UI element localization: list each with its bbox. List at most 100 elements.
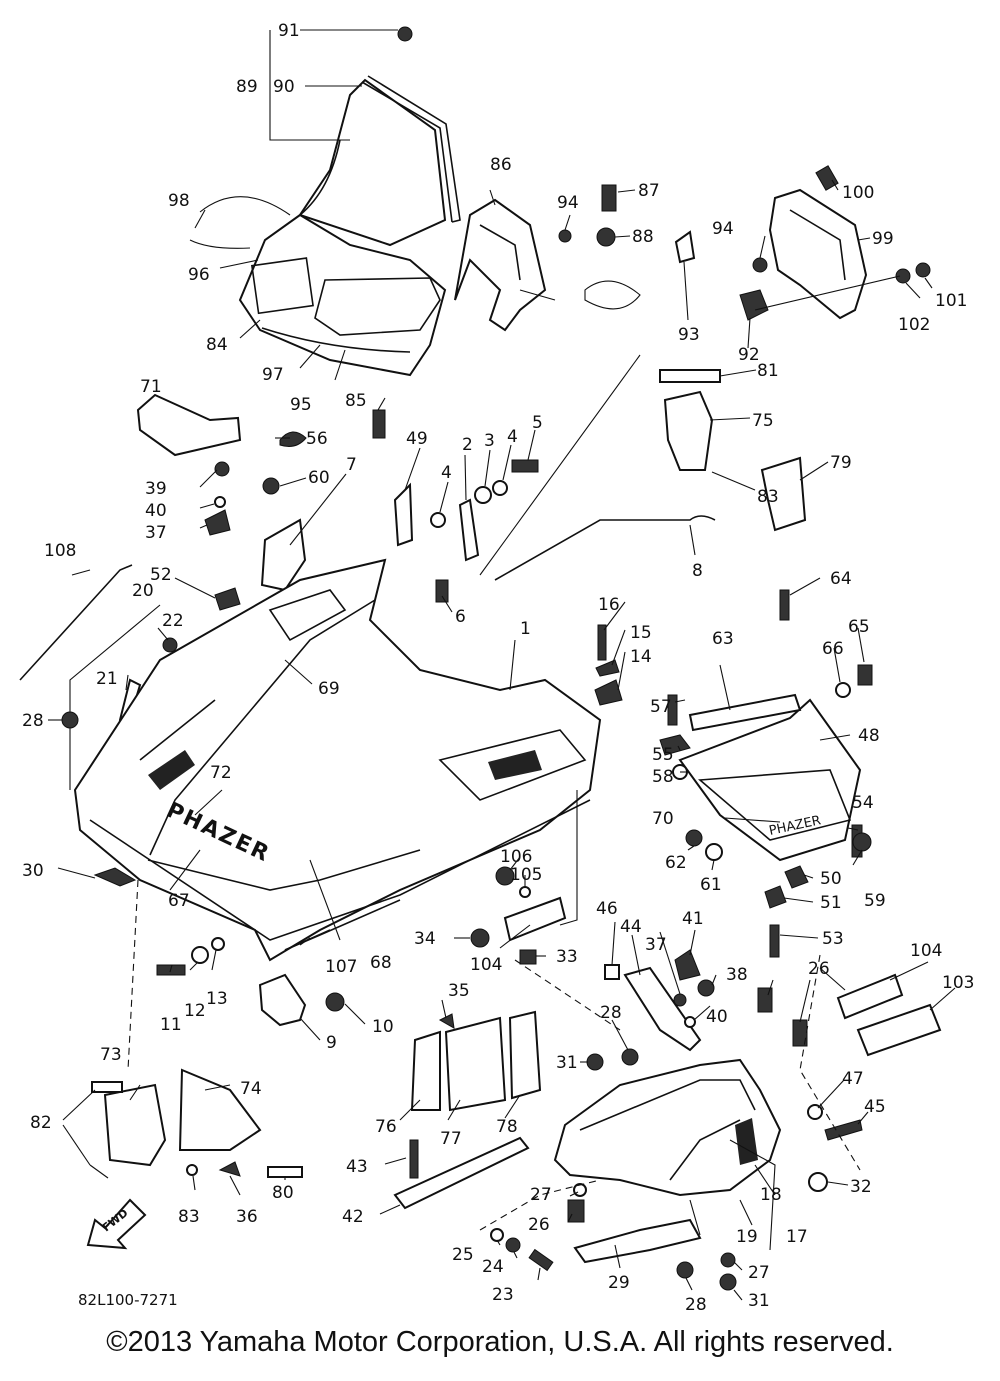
strip-108 — [19, 564, 133, 681]
bracket-9 — [258, 973, 307, 1027]
callout-95: 95 — [290, 395, 312, 415]
bracket-37 — [204, 509, 231, 536]
callout-37: 37 — [145, 523, 167, 543]
callout-46: 46 — [596, 899, 618, 919]
callout-61: 61 — [700, 875, 722, 895]
callout-25: 25 — [452, 1245, 474, 1265]
grommet-10 — [325, 992, 345, 1012]
callout-67: 67 — [168, 891, 190, 911]
bolt-37b — [673, 993, 687, 1007]
main-hood: PHAZER — [73, 558, 602, 962]
clip-35 — [438, 1013, 455, 1029]
callout-71: 71 — [140, 377, 162, 397]
nut-22 — [162, 637, 178, 653]
callout-27a: 27 — [530, 1185, 552, 1205]
callout-1: 1 — [520, 619, 531, 639]
callout-105: 105 — [510, 865, 542, 885]
callout-103: 103 — [942, 973, 974, 993]
callout-76: 76 — [375, 1117, 397, 1137]
callout-6: 6 — [455, 607, 466, 627]
callout-41: 41 — [682, 909, 704, 929]
washer-4a — [430, 512, 446, 528]
side-panel-48: PHAZER — [678, 698, 862, 862]
callout-26a: 26 — [808, 959, 830, 979]
callout-39: 39 — [145, 479, 167, 499]
callout-81: 81 — [757, 361, 779, 381]
callout-89: 89 — [236, 77, 258, 97]
callout-68: 68 — [370, 953, 392, 973]
callout-38: 38 — [726, 965, 748, 985]
callout-94b: 94 — [712, 219, 734, 239]
bolt-5 — [511, 459, 539, 473]
callout-23: 23 — [492, 1285, 514, 1305]
rivet-64 — [779, 589, 790, 621]
callout-106: 106 — [500, 847, 532, 867]
callout-99: 99 — [872, 229, 894, 249]
washer-40b — [684, 1016, 696, 1028]
copyright-notice: ©2013 Yamaha Motor Corporation, U.S.A. A… — [106, 1326, 894, 1358]
clip-50 — [784, 865, 809, 889]
callout-4a: 4 — [441, 463, 452, 483]
nut-34 — [470, 928, 490, 948]
rivet-53 — [769, 924, 780, 958]
clip-52 — [214, 587, 241, 611]
bracket-92 — [739, 289, 769, 321]
callout-11: 11 — [160, 1015, 182, 1035]
callout-85: 85 — [345, 391, 367, 411]
nut-106 — [495, 866, 515, 886]
callout-69: 69 — [318, 679, 340, 699]
callout-37b: 37 — [645, 935, 667, 955]
callout-7: 7 — [346, 455, 357, 475]
knob-41 — [674, 949, 701, 981]
callout-50: 50 — [820, 869, 842, 889]
decal-71 — [136, 393, 242, 457]
grommet-32 — [808, 1172, 828, 1192]
decal-75 — [663, 390, 714, 471]
nut-28b — [621, 1048, 639, 1066]
clip-30 — [93, 867, 137, 887]
plate-15 — [595, 659, 620, 677]
nut-60 — [262, 477, 280, 495]
callout-83a: 83 — [757, 487, 779, 507]
callout-75: 75 — [752, 411, 774, 431]
windshield — [298, 75, 461, 247]
callout-29: 29 — [608, 1273, 630, 1293]
callout-59: 59 — [864, 891, 886, 911]
nut-31a — [586, 1053, 604, 1071]
nut-27b — [720, 1252, 736, 1268]
cable-8 — [494, 515, 716, 581]
callout-107: 107 — [325, 957, 357, 977]
callout-65: 65 — [848, 617, 870, 637]
trim-strip-90 — [299, 139, 341, 216]
callout-40: 40 — [145, 501, 167, 521]
nut-28a — [61, 711, 79, 729]
washer-66 — [835, 682, 851, 698]
callout-74: 74 — [240, 1079, 262, 1099]
callout-17: 17 — [786, 1227, 808, 1247]
callout-94a: 94 — [557, 193, 579, 213]
rivet-16 — [597, 624, 607, 661]
callout-2: 2 — [462, 435, 473, 455]
callout-63: 63 — [712, 629, 734, 649]
strip-42 — [393, 1136, 530, 1210]
bolt-6 — [435, 579, 449, 603]
clip-56 — [279, 431, 307, 447]
callout-22: 22 — [162, 611, 184, 631]
plate-104a — [503, 896, 567, 942]
callout-19: 19 — [736, 1227, 758, 1247]
clip-14 — [594, 679, 623, 706]
callout-30: 30 — [22, 861, 44, 881]
bracket-55 — [659, 734, 691, 756]
callout-35: 35 — [448, 981, 470, 1001]
callout-92: 92 — [738, 345, 760, 365]
bolt-85 — [372, 409, 386, 439]
fwd-arrow-icon: FWD — [86, 1198, 147, 1250]
plate-103 — [856, 1003, 942, 1057]
callout-labels: 91 89 90 98 96 84 97 95 85 86 94 87 88 9… — [22, 21, 974, 1315]
callout-4b: 4 — [507, 427, 518, 447]
callout-44: 44 — [620, 917, 642, 937]
callout-79: 79 — [830, 453, 852, 473]
callout-42: 42 — [342, 1207, 364, 1227]
strip-63 — [688, 693, 802, 732]
